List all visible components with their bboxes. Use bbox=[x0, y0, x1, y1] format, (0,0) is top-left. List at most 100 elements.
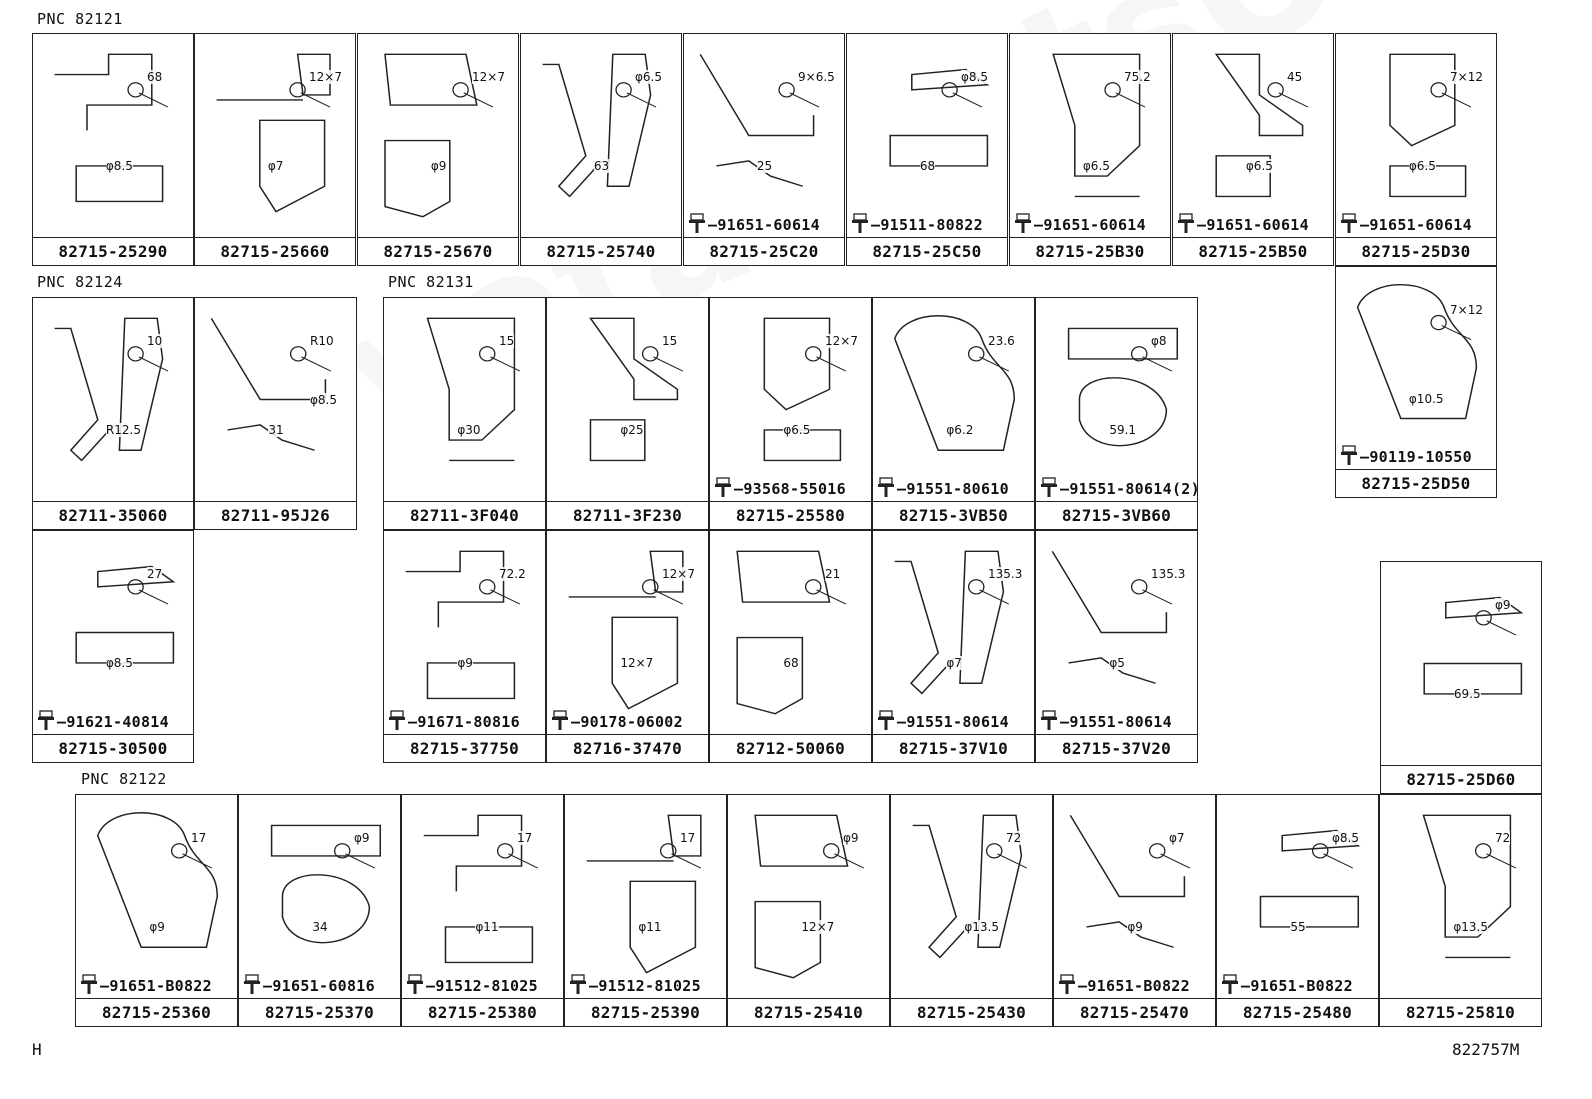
part-number[interactable]: 82715-25580 bbox=[710, 501, 871, 529]
part-number[interactable]: 82715-3VB50 bbox=[873, 501, 1034, 529]
part-number[interactable]: 82715-25480 bbox=[1217, 998, 1378, 1026]
part-number[interactable]: 82715-25810 bbox=[1380, 998, 1541, 1026]
part-number[interactable]: 82715-3VB60 bbox=[1036, 501, 1197, 529]
part-number[interactable]: 82711-3F230 bbox=[547, 501, 708, 529]
bolt-icon bbox=[389, 710, 405, 730]
part-number[interactable]: 82715-25290 bbox=[33, 237, 193, 265]
part-number[interactable]: 82715-25430 bbox=[891, 998, 1052, 1026]
part-number[interactable]: 82715-25360 bbox=[76, 998, 237, 1026]
bracket-sketch bbox=[736, 550, 847, 715]
bolt-callout[interactable]: —91651-60614 bbox=[1177, 212, 1309, 234]
bolt-callout[interactable]: —90178-06002 bbox=[551, 709, 683, 731]
part-number[interactable]: 82715-37750 bbox=[384, 734, 545, 762]
bracket-sketch bbox=[699, 53, 820, 187]
part-number[interactable]: 82715-25380 bbox=[402, 998, 563, 1026]
part-number[interactable]: 82715-25370 bbox=[239, 998, 400, 1026]
dimension-label: 135.3 bbox=[988, 567, 1023, 581]
bolt-callout[interactable]: —91512-81025 bbox=[406, 973, 538, 995]
bolt-callout[interactable]: —91651-B0822 bbox=[1221, 973, 1353, 995]
dimension-label: 31 bbox=[268, 423, 284, 437]
bolt-callout[interactable]: —91651-60614 bbox=[1340, 212, 1472, 234]
part-number[interactable]: 82715-25D30 bbox=[1336, 237, 1496, 265]
dimension-label: φ9 bbox=[1495, 598, 1511, 612]
part-number[interactable]: 82711-3F040 bbox=[384, 501, 545, 529]
bolt-callout[interactable]: —91651-B0822 bbox=[80, 973, 212, 995]
bolt-part-number: —91551-80614 bbox=[1060, 713, 1172, 731]
part-number[interactable]: 82715-25670 bbox=[358, 237, 518, 265]
part-number[interactable]: 82716-37470 bbox=[547, 734, 708, 762]
part-number[interactable]: 82715-37V20 bbox=[1036, 734, 1197, 762]
part-number[interactable]: 82715-37V10 bbox=[873, 734, 1034, 762]
bolt-callout[interactable]: —91651-60816 bbox=[243, 973, 375, 995]
bolt-callout[interactable]: —91651-B0822 bbox=[1058, 973, 1190, 995]
dimension-label: 68 bbox=[147, 70, 163, 84]
part-number[interactable]: 82712-50060 bbox=[710, 734, 871, 762]
bolt-callout[interactable]: —91651-60614 bbox=[688, 212, 820, 234]
part-number[interactable]: 82715-25660 bbox=[195, 237, 355, 265]
bolt-callout[interactable]: —91551-80614 bbox=[877, 709, 1009, 731]
dimension-label: φ30 bbox=[457, 423, 481, 437]
dimension-label: φ8.5 bbox=[1332, 831, 1359, 845]
bolt-callout[interactable]: —91512-81025 bbox=[569, 973, 701, 995]
part-number[interactable]: 82711-95J26 bbox=[195, 501, 356, 529]
bolt-callout[interactable]: —91671-80816 bbox=[388, 709, 520, 731]
part-number[interactable]: 82715-25D60 bbox=[1381, 765, 1541, 793]
dimension-label: φ8.5 bbox=[105, 656, 133, 670]
bolt-callout[interactable]: —93568-55016 bbox=[714, 476, 846, 498]
part-number[interactable]: 82715-25390 bbox=[565, 998, 726, 1026]
bolt-callout[interactable]: —91551-80614 bbox=[1040, 709, 1172, 731]
bolt-callout[interactable]: —91551-80610 bbox=[877, 476, 1009, 498]
part-number[interactable]: 82715-25C50 bbox=[847, 237, 1007, 265]
part-number[interactable]: 82711-35060 bbox=[33, 501, 193, 529]
part-number[interactable]: 82715-25C20 bbox=[684, 237, 844, 265]
bracket-sketch bbox=[568, 550, 684, 710]
bolt-callout[interactable]: —91511-80822 bbox=[851, 212, 983, 234]
bolt-callout[interactable]: —90119-10550 bbox=[1340, 444, 1472, 466]
part-number[interactable]: 82715-25470 bbox=[1054, 998, 1215, 1026]
bolt-callout[interactable]: —91651-60614 bbox=[1014, 212, 1146, 234]
part-number[interactable]: 82715-25B30 bbox=[1010, 237, 1170, 265]
part-number[interactable]: 82715-30500 bbox=[33, 734, 193, 762]
pnc-group-label: PNC 82124 bbox=[37, 273, 123, 291]
part-number[interactable]: 82715-25410 bbox=[728, 998, 889, 1026]
part-number[interactable]: 82715-25740 bbox=[521, 237, 681, 265]
bolt-callout[interactable]: —91621-40814 bbox=[37, 709, 169, 731]
bracket-sketch bbox=[75, 565, 176, 664]
part-number[interactable]: 82715-25D50 bbox=[1336, 469, 1496, 497]
part-number[interactable]: 82715-25B50 bbox=[1173, 237, 1333, 265]
bolt-callout[interactable]: —91551-80614(2) bbox=[1040, 476, 1200, 498]
